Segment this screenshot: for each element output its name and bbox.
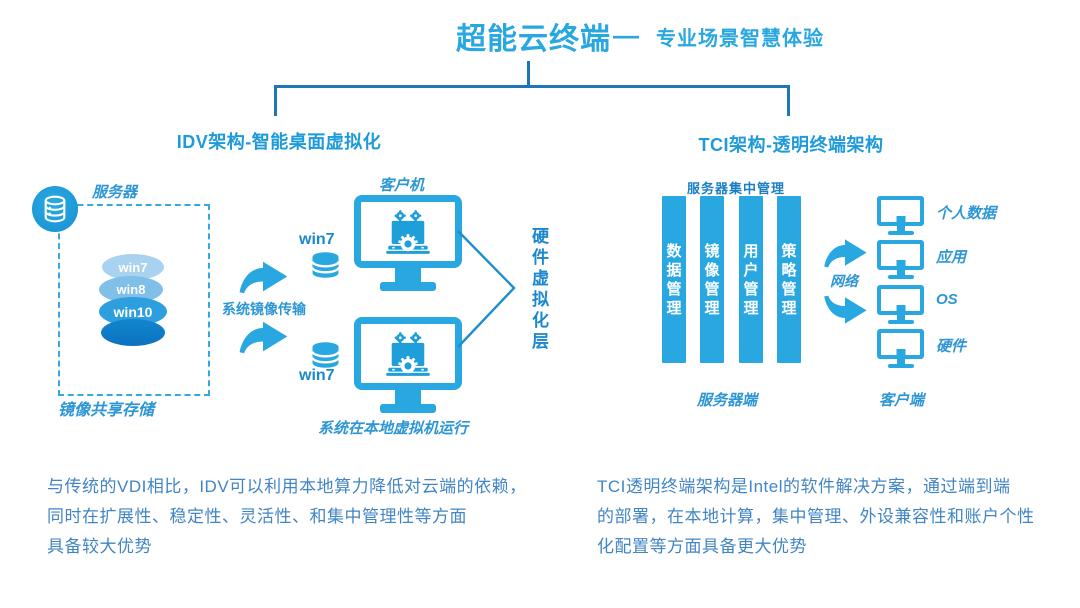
mgmt-bar-policy: 策略管理	[777, 196, 801, 363]
idv-image-top-label: win7	[299, 231, 335, 248]
tci-section-heading: TCI架构-透明终端架构	[698, 135, 884, 155]
monitor-tab	[896, 349, 905, 355]
monitor-screen	[354, 195, 462, 268]
client-layer-label-os: OS	[936, 291, 958, 308]
mgmt-bar-label: 策略管理	[781, 242, 797, 317]
vm-machine-icon	[386, 331, 430, 376]
monitor-screen	[877, 240, 924, 270]
bracket-horizontal-line	[274, 85, 790, 88]
mgmt-bar-image: 镜像管理	[700, 196, 724, 363]
tci-network-label: 网络	[830, 273, 858, 289]
idv-client-label: 客户机	[379, 177, 425, 194]
page-title: 超能云终端	[456, 23, 611, 56]
monitor-neck	[896, 226, 905, 231]
os-oval-base	[101, 319, 165, 346]
mgmt-bar-label: 镜像管理	[704, 242, 720, 317]
client-layer-monitor-personal-data	[877, 196, 924, 235]
idv-local-vm-label: 系统在本地虚拟机运行	[318, 420, 469, 437]
mgmt-bar-label: 数据管理	[666, 242, 682, 317]
monitor-tab	[896, 305, 905, 311]
image-cylinder-top-icon	[311, 252, 340, 278]
monitor-base	[380, 404, 436, 413]
client-layer-label-app: 应用	[936, 249, 967, 266]
idv-description: 与传统的VDI相比，IDV可以利用本地算力降低对云端的依赖， 同时在扩展性、稳定…	[47, 477, 527, 556]
tci-client-side-label: 客户端	[879, 392, 925, 409]
monitor-neck	[896, 270, 905, 275]
monitor-base	[887, 231, 914, 235]
monitor-base	[887, 275, 914, 279]
converging-lines	[457, 230, 516, 348]
monitor-base	[887, 320, 914, 324]
monitor-screen	[877, 196, 924, 226]
client-layer-label-personal-data: 个人数据	[936, 205, 997, 222]
mgmt-bar-label: 用户管理	[743, 242, 759, 317]
monitor-neck	[896, 315, 905, 320]
monitor-base	[380, 282, 436, 291]
title-dash: —	[613, 20, 639, 50]
page-subtitle: 专业场景智慧体验	[656, 28, 824, 50]
monitor-screen	[354, 317, 462, 390]
monitor-neck	[896, 359, 905, 364]
client-monitor-top	[354, 195, 462, 291]
idv-transfer-label: 系统镜像传输	[222, 301, 306, 317]
network-arrow-top-icon	[824, 239, 867, 268]
database-glyph	[44, 195, 66, 223]
client-layer-monitor-hardware	[877, 329, 924, 368]
tci-server-mgmt-label: 服务器集中管理	[687, 181, 786, 196]
tci-server-side-label: 服务器端	[697, 392, 758, 409]
client-layer-label-hardware: 硬件	[936, 338, 967, 355]
mgmt-bar-user: 用户管理	[739, 196, 763, 363]
bracket-left-drop-line	[274, 85, 277, 116]
client-layer-monitor-app	[877, 240, 924, 279]
network-arrow-bottom-icon	[824, 295, 867, 324]
bracket-stub-line	[527, 61, 530, 86]
os-oval-win7: win7	[102, 254, 164, 280]
transfer-arrow-bottom-icon	[239, 321, 288, 354]
monitor-tab	[896, 260, 905, 266]
server-database-icon	[32, 186, 78, 232]
bracket-right-drop-line	[787, 85, 790, 116]
transfer-arrow-top-icon	[239, 261, 288, 294]
image-cylinder-bottom-icon	[311, 342, 340, 368]
vm-machine-icon	[386, 209, 430, 254]
monitor-neck	[395, 390, 421, 404]
monitor-screen	[877, 285, 924, 315]
monitor-neck	[395, 268, 421, 282]
idv-section-heading: IDV架构-智能桌面虚拟化	[176, 132, 382, 152]
idv-image-bottom-label: win7	[299, 367, 335, 384]
monitor-tab	[896, 216, 905, 222]
client-layer-monitor-os	[877, 285, 924, 324]
client-monitor-bottom	[354, 317, 462, 413]
idv-storage-label: 镜像共享存储	[58, 402, 155, 419]
monitor-base	[887, 364, 914, 368]
shared-storage-box	[58, 204, 210, 396]
monitor-screen	[877, 329, 924, 359]
idv-server-label: 服务器	[92, 184, 138, 201]
mgmt-bar-data: 数据管理	[662, 196, 686, 363]
tci-description: TCI透明终端架构是Intel的软件解决方案，通过端到端 的部署，在本地计算，集…	[597, 477, 1035, 556]
idv-hardware-layer-label: 硬件虚拟化层	[532, 227, 549, 351]
